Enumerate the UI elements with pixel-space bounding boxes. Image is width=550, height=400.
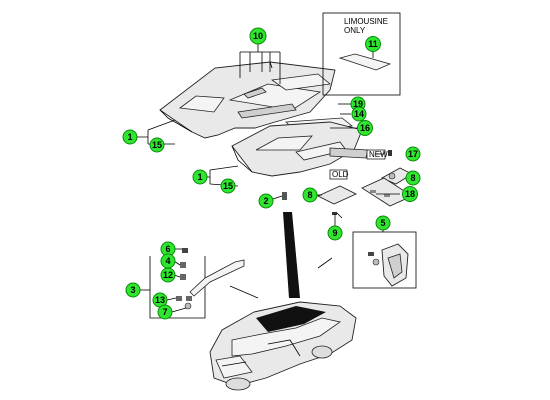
callout-15-upper[interactable]: 15	[149, 137, 165, 153]
callout-8-old[interactable]: 8	[302, 187, 318, 203]
old-label: OLD	[332, 170, 349, 179]
headliner-lower	[231, 121, 369, 177]
sunvisor-assembly-box	[140, 248, 245, 319]
callout-17-label: 17	[408, 149, 418, 159]
callout-13-label: 13	[155, 295, 165, 305]
callout-2-label: 2	[263, 196, 268, 206]
callout-12[interactable]: 12	[160, 267, 176, 283]
callout-8-old-label: 8	[307, 190, 312, 200]
callout-10[interactable]: 10	[249, 27, 267, 45]
callout-4-label: 4	[165, 256, 170, 266]
new-label: NEW	[369, 150, 388, 159]
limousine-label-line2: ONLY	[344, 26, 366, 35]
callout-15-lower[interactable]: 15	[220, 178, 236, 194]
callout-18-label: 18	[405, 189, 415, 199]
screw-2-icon	[282, 192, 287, 200]
callout-4[interactable]: 4	[160, 253, 176, 269]
callout-5[interactable]: 5	[375, 215, 391, 231]
callout-7-label: 7	[162, 307, 167, 317]
callout-11-label: 11	[368, 39, 378, 49]
callout-3-label: 3	[130, 285, 135, 295]
assist-handle-box	[352, 231, 417, 289]
roof-indicator-strap	[283, 212, 300, 298]
callout-3[interactable]: 3	[125, 282, 141, 298]
dome-lamp-new: NEW	[361, 149, 413, 207]
car-illustration	[209, 257, 357, 391]
callout-18[interactable]: 18	[402, 186, 418, 202]
callout-10-label: 10	[253, 31, 263, 41]
dome-lamp-old: OLD	[316, 169, 358, 219]
callout-8-new-label: 8	[410, 173, 415, 183]
limousine-label-line1: LIMOUSINE	[344, 17, 388, 26]
callout-1-lower[interactable]: 1	[192, 169, 208, 185]
callout-1-upper[interactable]: 1	[122, 129, 138, 145]
callout-8-new[interactable]: 8	[405, 170, 421, 186]
callout-19-label: 19	[353, 99, 363, 109]
callout-2[interactable]: 2	[258, 193, 274, 209]
callout-7[interactable]: 7	[157, 304, 173, 320]
callout-layer: 10 11 19 14 16 1 15 17 8 18 1 15 8 2 9	[122, 27, 421, 320]
callout-16-label: 16	[360, 123, 370, 133]
callout-15-upper-label: 15	[152, 140, 162, 150]
callout-1-lower-label: 1	[197, 172, 202, 182]
limousine-only-box: LIMOUSINE ONLY	[322, 12, 401, 96]
callout-6-label: 6	[165, 244, 170, 254]
callout-14-label: 14	[354, 109, 364, 119]
callout-15-lower-label: 15	[223, 181, 233, 191]
callout-5-label: 5	[380, 218, 385, 228]
callout-9-label: 9	[332, 228, 337, 238]
callout-12-label: 12	[163, 270, 173, 280]
callout-14[interactable]: 14	[351, 106, 367, 122]
callout-16[interactable]: 16	[357, 120, 373, 136]
callout-17[interactable]: 17	[405, 146, 421, 162]
callout-1-upper-label: 1	[127, 132, 132, 142]
callout-9[interactable]: 9	[327, 225, 343, 241]
callout-11[interactable]: 11	[365, 36, 381, 52]
